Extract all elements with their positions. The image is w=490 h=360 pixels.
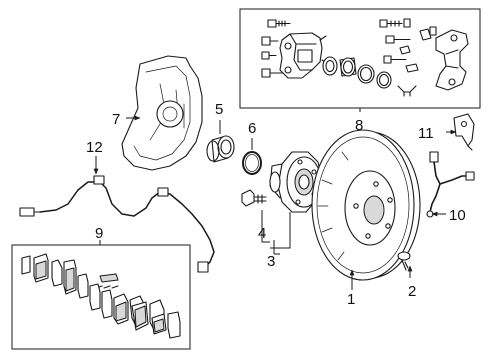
- caliper-bracket: [435, 29, 469, 91]
- callout-9: 9: [95, 225, 103, 242]
- callout-10: 10: [449, 207, 466, 224]
- leader-4: [261, 210, 270, 243]
- leader-3: [270, 212, 291, 249]
- wheel-bearing: 5: [206, 101, 235, 163]
- callout-7: 7: [112, 111, 120, 128]
- callout-8: 8: [355, 117, 363, 134]
- caliper-body: [279, 32, 329, 79]
- callout-3: 3: [267, 253, 275, 270]
- callout-6: 6: [248, 120, 256, 137]
- callout-12: 12: [86, 139, 103, 156]
- splash-shield: 7: [112, 55, 203, 171]
- leader-3-bracket: [273, 240, 280, 255]
- sensor-bracket: 11: [418, 113, 475, 151]
- abs-sensor-wire: 12: [19, 139, 215, 273]
- callout-4: 4: [258, 225, 266, 242]
- callout-11: 11: [418, 125, 434, 142]
- brake-rotor: 1: [311, 129, 421, 308]
- brake-pads: [21, 253, 181, 339]
- caliper-kit-group: 8: [239, 8, 481, 134]
- callout-2: 2: [408, 283, 416, 300]
- callout-1: 1: [347, 291, 355, 308]
- caliper-hardware-right: [379, 18, 437, 97]
- pad-kit-frame: [11, 244, 191, 350]
- snap-ring: 6: [242, 120, 262, 175]
- brake-hose-sensor: 10: [426, 151, 475, 224]
- caliper-bolts-left: [261, 19, 291, 78]
- callout-5: 5: [215, 101, 223, 118]
- rotor-screw: 2: [397, 251, 416, 300]
- caliper-seal-and-piston: [322, 56, 392, 89]
- hub-bolt: [241, 189, 267, 207]
- brake-pad-kit-group: 9: [11, 225, 191, 350]
